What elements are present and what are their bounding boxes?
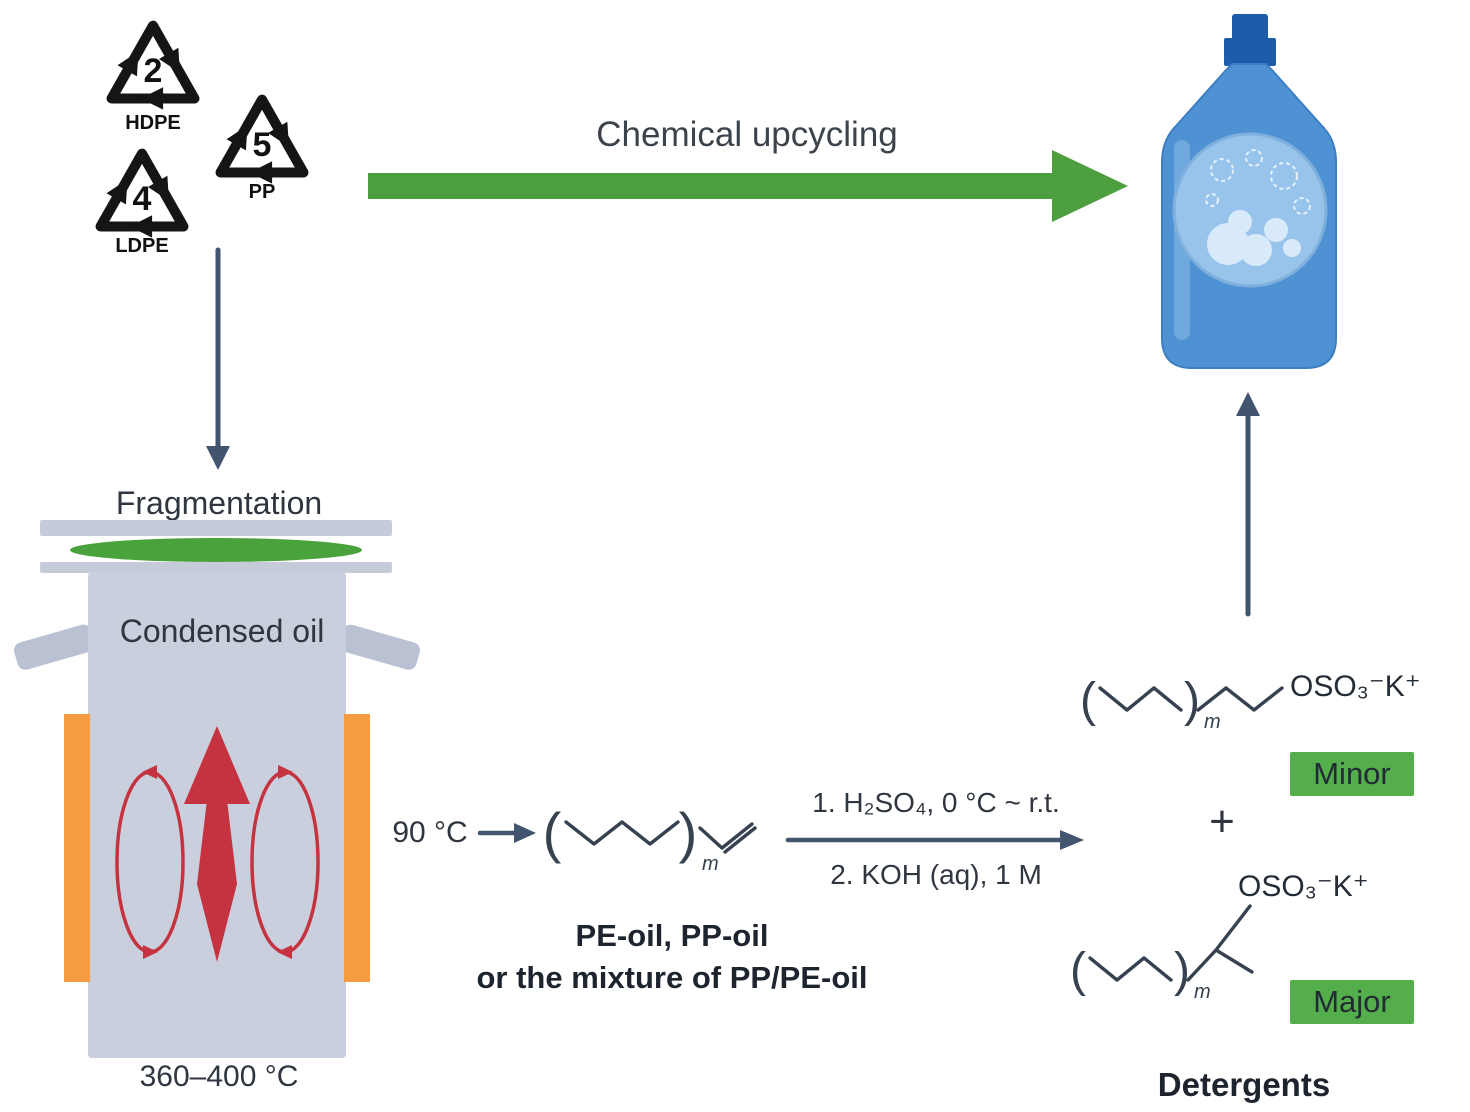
bottle-cap-base <box>1224 38 1276 66</box>
minor-badge: Minor <box>1290 752 1414 796</box>
bubbles-icon <box>1205 149 1311 215</box>
heater-band-right <box>344 714 370 982</box>
convection-arrow <box>184 726 250 962</box>
foam-icon <box>1207 210 1301 266</box>
resin-code-ldpe: 4 <box>133 180 152 218</box>
paren-close: ) <box>1174 944 1190 997</box>
circulation-loop-right <box>250 765 320 959</box>
resin-code-hdpe: 2 <box>144 52 163 90</box>
major-badge-label: Major <box>1313 984 1391 1019</box>
major-formula: OSO₃⁻K⁺ <box>1238 870 1369 903</box>
minor-formula: OSO₃⁻K⁺ <box>1290 670 1421 703</box>
product-to-bottle-arrow <box>1236 392 1260 617</box>
reactor-temperature-label: 360–400 °C <box>140 1060 299 1093</box>
resin-label-pp: PP <box>249 181 276 203</box>
repeat-subscript: m <box>702 853 719 875</box>
reactor-lid-bottom <box>40 562 392 573</box>
repeat-subscript: m <box>1194 981 1211 1003</box>
condense-arrow <box>477 823 536 843</box>
reaction-step2-label: 2. KOH (aq), 1 M <box>830 859 1042 890</box>
major-product-structure: ( ) m <box>1070 904 1254 1003</box>
repeat-subscript: m <box>1204 711 1221 733</box>
circulation-loop-left <box>115 765 185 959</box>
reactor-seal <box>70 538 362 562</box>
reactor-nozzle-right <box>339 624 420 670</box>
fragmentation-label: Fragmentation <box>116 485 322 521</box>
reactor-nozzle-left <box>14 624 95 670</box>
chemical-upcycling-label: Chemical upcycling <box>596 115 898 154</box>
minor-product-structure: ( ) m OSO₃⁻K⁺ <box>1080 670 1421 733</box>
plus-sign: + <box>1209 797 1235 846</box>
detergent-bottle <box>1161 14 1337 369</box>
reactor-lid-top <box>40 520 392 536</box>
paren-close: ) <box>1184 674 1200 727</box>
heater-band-left <box>64 714 90 982</box>
paren-close: ) <box>679 801 698 864</box>
recycling-symbol-hdpe: 2 HDPE <box>112 26 195 134</box>
major-badge: Major <box>1290 980 1414 1024</box>
paren-open: ( <box>1080 674 1096 727</box>
detergents-label: Detergents <box>1158 1066 1330 1103</box>
minor-badge-label: Minor <box>1313 756 1391 791</box>
pyrolysis-reactor: Condensed oil 360–400 °C <box>14 520 420 1093</box>
recycling-symbol-ldpe: 4 LDPE <box>101 154 184 257</box>
resin-code-pp: 5 <box>253 126 272 164</box>
resin-label-hdpe: HDPE <box>125 112 181 134</box>
reaction-step1-label: 1. H₂SO₄, 0 °C ~ r.t. <box>812 787 1059 818</box>
oil-label-line1: PE-oil, PP-oil <box>576 918 769 953</box>
upcycling-arrow <box>368 150 1128 222</box>
recycling-symbol-pp: 5 PP <box>221 100 304 203</box>
resin-label-ldpe: LDPE <box>115 235 168 257</box>
oil-label-line2: or the mixture of PP/PE-oil <box>477 960 868 995</box>
paren-open: ( <box>543 801 562 864</box>
bottle-cap-top <box>1232 14 1268 40</box>
condensed-oil-label: Condensed oil <box>120 613 325 649</box>
reaction-arrow <box>785 830 1084 850</box>
paren-open: ( <box>1070 944 1086 997</box>
fragmentation-arrow <box>206 247 230 470</box>
condense-temp-label: 90 °C <box>392 816 467 849</box>
oil-structure: ( ) m <box>543 801 757 875</box>
